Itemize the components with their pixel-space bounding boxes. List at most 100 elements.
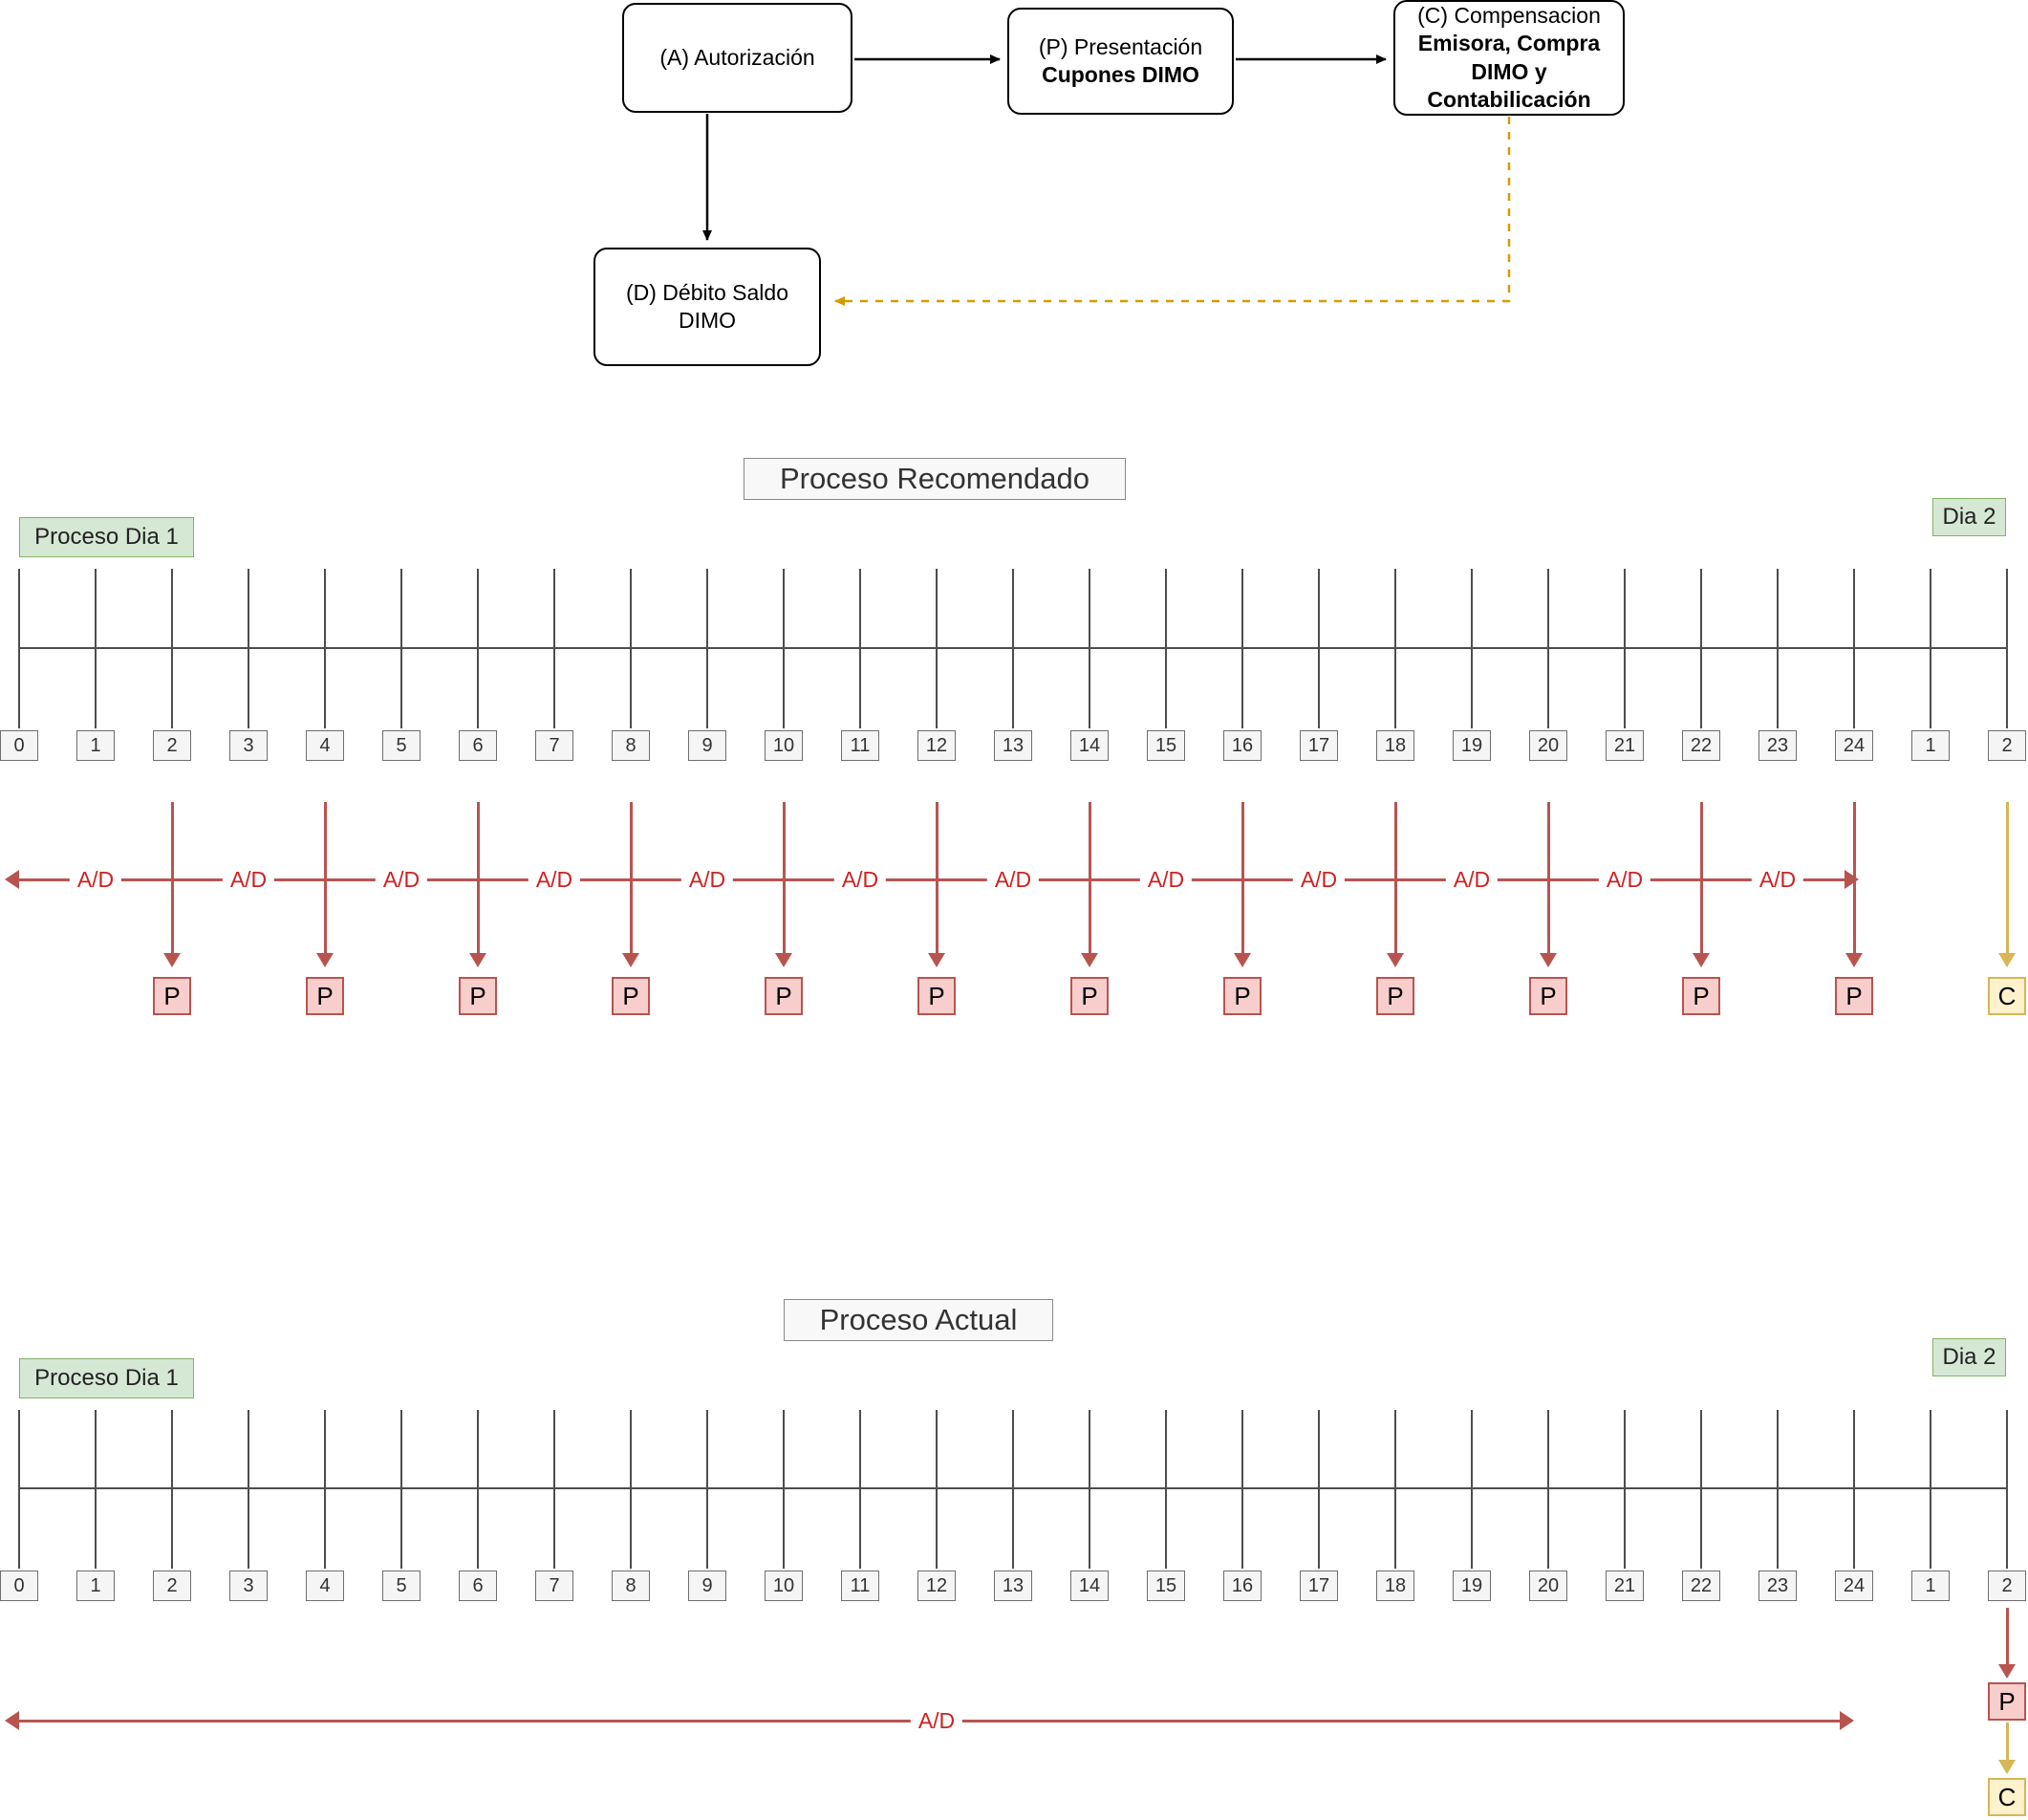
recomendado-presentacion-arrow-head (1387, 953, 1404, 967)
actual-tick (248, 1410, 249, 1569)
recomendado-presentacion-marker: P (1835, 977, 1873, 1015)
recomendado-presentacion-marker: P (612, 977, 650, 1015)
actual-tick (1165, 1410, 1167, 1569)
recomendado-tick (1471, 569, 1473, 728)
actual-hour-label: 0 (0, 1571, 38, 1601)
recomendado-hour-label: 23 (1758, 730, 1797, 761)
recomendado-hour-label: 20 (1529, 730, 1567, 761)
actual-hour-label: 4 (306, 1571, 344, 1601)
flow-node-compensacion: (C) Compensacion Emisora, Compra DIMO y … (1393, 0, 1625, 116)
recomendado-ad-label: A/D (680, 863, 734, 896)
actual-hour-label: 14 (1070, 1571, 1109, 1601)
recomendado-hour-label: 10 (765, 730, 803, 761)
recomendado-ad-line-left-head (5, 870, 19, 889)
recomendado-tick (95, 569, 97, 728)
recomendado-presentacion-arrow (1393, 802, 1397, 954)
actual-tick (1930, 1410, 1931, 1569)
recomendado-presentacion-marker: P (306, 977, 344, 1015)
recomendado-hour-label: 8 (612, 730, 650, 761)
recomendado-tick (171, 569, 173, 728)
recomendado-hour-label: 3 (229, 730, 268, 761)
recomendado-tick (553, 569, 555, 728)
actual-hour-label: 16 (1223, 1571, 1262, 1601)
section-recomendado-title: Proceso Recomendado (744, 458, 1126, 500)
recomendado-presentacion-marker: P (459, 977, 497, 1015)
actual-tick (2006, 1410, 2008, 1569)
actual-hour-label: 22 (1682, 1571, 1720, 1601)
actual-hour-label: 3 (229, 1571, 268, 1601)
actual-tick (171, 1410, 173, 1569)
recomendado-presentacion-arrow-head (1081, 953, 1098, 967)
recomendado-presentacion-marker: P (1682, 977, 1720, 1015)
recomendado-hour-label: 9 (688, 730, 726, 761)
recomendado-hour-label: 16 (1223, 730, 1262, 761)
recomendado-hour-label: 6 (459, 730, 497, 761)
actual-hour-label: 2 (1988, 1571, 2026, 1601)
actual-tick (1318, 1410, 1320, 1569)
recomendado-tick (1547, 569, 1549, 728)
actual-hour-label: 2 (153, 1571, 191, 1601)
recomendado-presentacion-arrow-head (928, 953, 945, 967)
actual-hour-label: 7 (535, 1571, 573, 1601)
recomendado-ad-line-right-head (1845, 870, 1859, 889)
recomendado-presentacion-arrow-head (1234, 953, 1251, 967)
flow-node-autorizacion: (A) Autorización (622, 3, 852, 113)
recomendado-tick (859, 569, 861, 728)
recomendado-hour-label: 15 (1147, 730, 1185, 761)
actual-hour-label: 8 (612, 1571, 650, 1601)
actual-tick (1394, 1410, 1396, 1569)
recomendado-tick (1853, 569, 1855, 728)
recomendado-hour-label: 0 (0, 730, 38, 761)
recomendado-tick (1165, 569, 1167, 728)
recomendado-hour-label: 2 (1988, 730, 2026, 761)
recomendado-compensacion-marker: C (1988, 977, 2026, 1015)
flow-node-presentacion-line1: (P) Presentación (1038, 33, 1203, 59)
recomendado-tick (477, 569, 479, 728)
recomendado-hour-label: 12 (917, 730, 956, 761)
actual-hour-label: 19 (1453, 1571, 1491, 1601)
section-actual-title: Proceso Actual (784, 1299, 1053, 1341)
actual-tick (1700, 1410, 1702, 1569)
actual-hour-label: 21 (1606, 1571, 1644, 1601)
recomendado-hour-label: 24 (1835, 730, 1873, 761)
recomendado-ad-label: A/D (1445, 863, 1499, 896)
arrow-c-to-d-dashed (834, 117, 1511, 306)
recomendado-hour-label: 5 (382, 730, 421, 761)
actual-tick (553, 1410, 555, 1569)
actual-tick (1089, 1410, 1090, 1569)
recomendado-ad-label: A/D (375, 863, 428, 896)
actual-compensacion-arrow-head (1998, 1760, 2016, 1774)
recomendado-tick (2006, 569, 2008, 728)
actual-tick (1471, 1410, 1473, 1569)
recomendado-presentacion-marker: P (765, 977, 803, 1015)
actual-day1-label: Proceso Dia 1 (19, 1358, 194, 1398)
actual-ad-line-left-head (5, 1711, 19, 1730)
recomendado-presentacion-arrow-head (316, 953, 334, 967)
actual-hour-label: 1 (76, 1571, 115, 1601)
recomendado-hour-label: 1 (76, 730, 115, 761)
recomendado-hour-label: 14 (1070, 730, 1109, 761)
recomendado-tick (1012, 569, 1014, 728)
flow-node-presentacion-line2: Cupones DIMO (1042, 62, 1199, 87)
flow-node-presentacion: (P) Presentación Cupones DIMO (1007, 8, 1234, 115)
recomendado-ad-label: A/D (69, 863, 122, 896)
actual-tick (1624, 1410, 1626, 1569)
actual-presentacion-marker: P (1988, 1682, 2026, 1721)
recomendado-presentacion-arrow-head (622, 953, 639, 967)
recomendado-ad-label: A/D (1139, 863, 1193, 896)
recomendado-day1-label: Proceso Dia 1 (19, 517, 194, 557)
recomendado-ad-line (19, 878, 1845, 881)
recomendado-tick (783, 569, 785, 728)
recomendado-hour-label: 11 (841, 730, 879, 761)
actual-compensacion-marker: C (1988, 1778, 2026, 1816)
actual-tick (1777, 1410, 1779, 1569)
actual-tick (324, 1410, 326, 1569)
recomendado-hour-label: 13 (994, 730, 1032, 761)
recomendado-presentacion-arrow (1241, 802, 1244, 954)
recomendado-hour-label: 7 (535, 730, 573, 761)
actual-hour-label: 24 (1835, 1571, 1873, 1601)
recomendado-tick (1089, 569, 1090, 728)
actual-tick (936, 1410, 938, 1569)
flow-node-debito: (D) Débito Saldo DIMO (593, 248, 821, 366)
